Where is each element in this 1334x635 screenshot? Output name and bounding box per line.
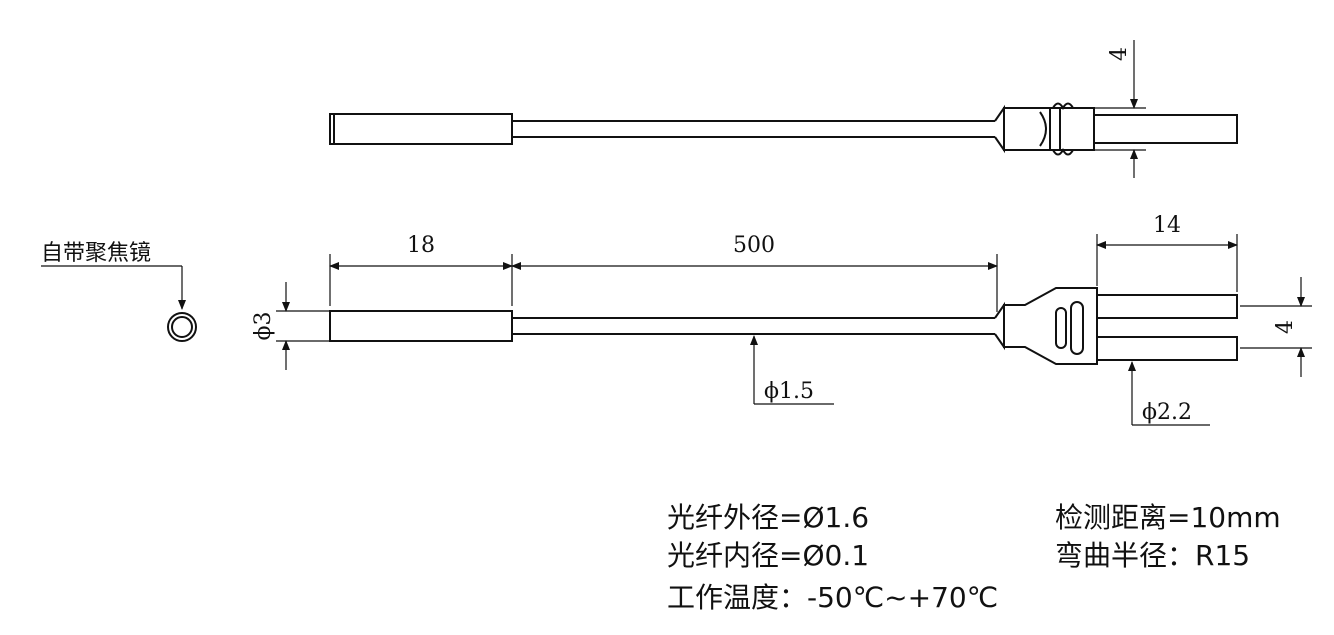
lens-note: 自带聚焦镜 bbox=[41, 241, 151, 266]
dim-cable-length-label: 500 bbox=[733, 233, 775, 258]
top-probe-body bbox=[329, 113, 513, 145]
leader-fiber-diameter-label: ϕ2.2 bbox=[1142, 400, 1192, 425]
connector-slot-left bbox=[1055, 307, 1067, 349]
spec-operating-temp: 工作温度：-50℃~+70℃ bbox=[667, 581, 999, 614]
front-tail-fiber-upper bbox=[1096, 294, 1238, 319]
dim-tail-length-label: 14 bbox=[1153, 213, 1181, 238]
dim-top-spacing bbox=[1094, 40, 1146, 178]
dim-probe-diameter bbox=[276, 282, 330, 370]
dim-tail-length bbox=[1096, 234, 1238, 292]
spec-bend-radius: 弯曲半径：R15 bbox=[1055, 539, 1251, 572]
spec-inner-diameter: 光纤内径=Ø0.1 bbox=[667, 539, 870, 572]
dim-probe-length bbox=[329, 254, 513, 306]
leader-cable-diameter bbox=[750, 335, 834, 405]
leader-cable-diameter-label: ϕ1.5 bbox=[764, 379, 814, 404]
spec-detection-distance: 检测距离=10mm bbox=[1055, 501, 1281, 534]
dim-cable-length bbox=[511, 254, 998, 312]
lens-icon bbox=[167, 312, 197, 342]
top-tail-fiber bbox=[1093, 114, 1238, 144]
spec-outer-diameter: 光纤外径=Ø1.6 bbox=[667, 501, 870, 534]
dim-probe-length-label: 18 bbox=[407, 233, 435, 258]
dim-fiber-spacing-label: 4 bbox=[1273, 320, 1298, 334]
lens-leader bbox=[41, 265, 186, 310]
front-probe-body bbox=[329, 310, 513, 342]
dim-top-spacing-label: 4 bbox=[1107, 47, 1132, 61]
dim-probe-diameter-label: ϕ3 bbox=[251, 312, 276, 341]
connector-slot-right bbox=[1070, 301, 1084, 355]
front-connector bbox=[1003, 287, 1098, 365]
dim-fiber-spacing bbox=[1240, 277, 1312, 377]
leader-fiber-diameter bbox=[1128, 361, 1210, 426]
front-tail-fiber-lower bbox=[1096, 336, 1238, 361]
top-view bbox=[329, 102, 1238, 156]
front-view bbox=[329, 287, 1238, 365]
